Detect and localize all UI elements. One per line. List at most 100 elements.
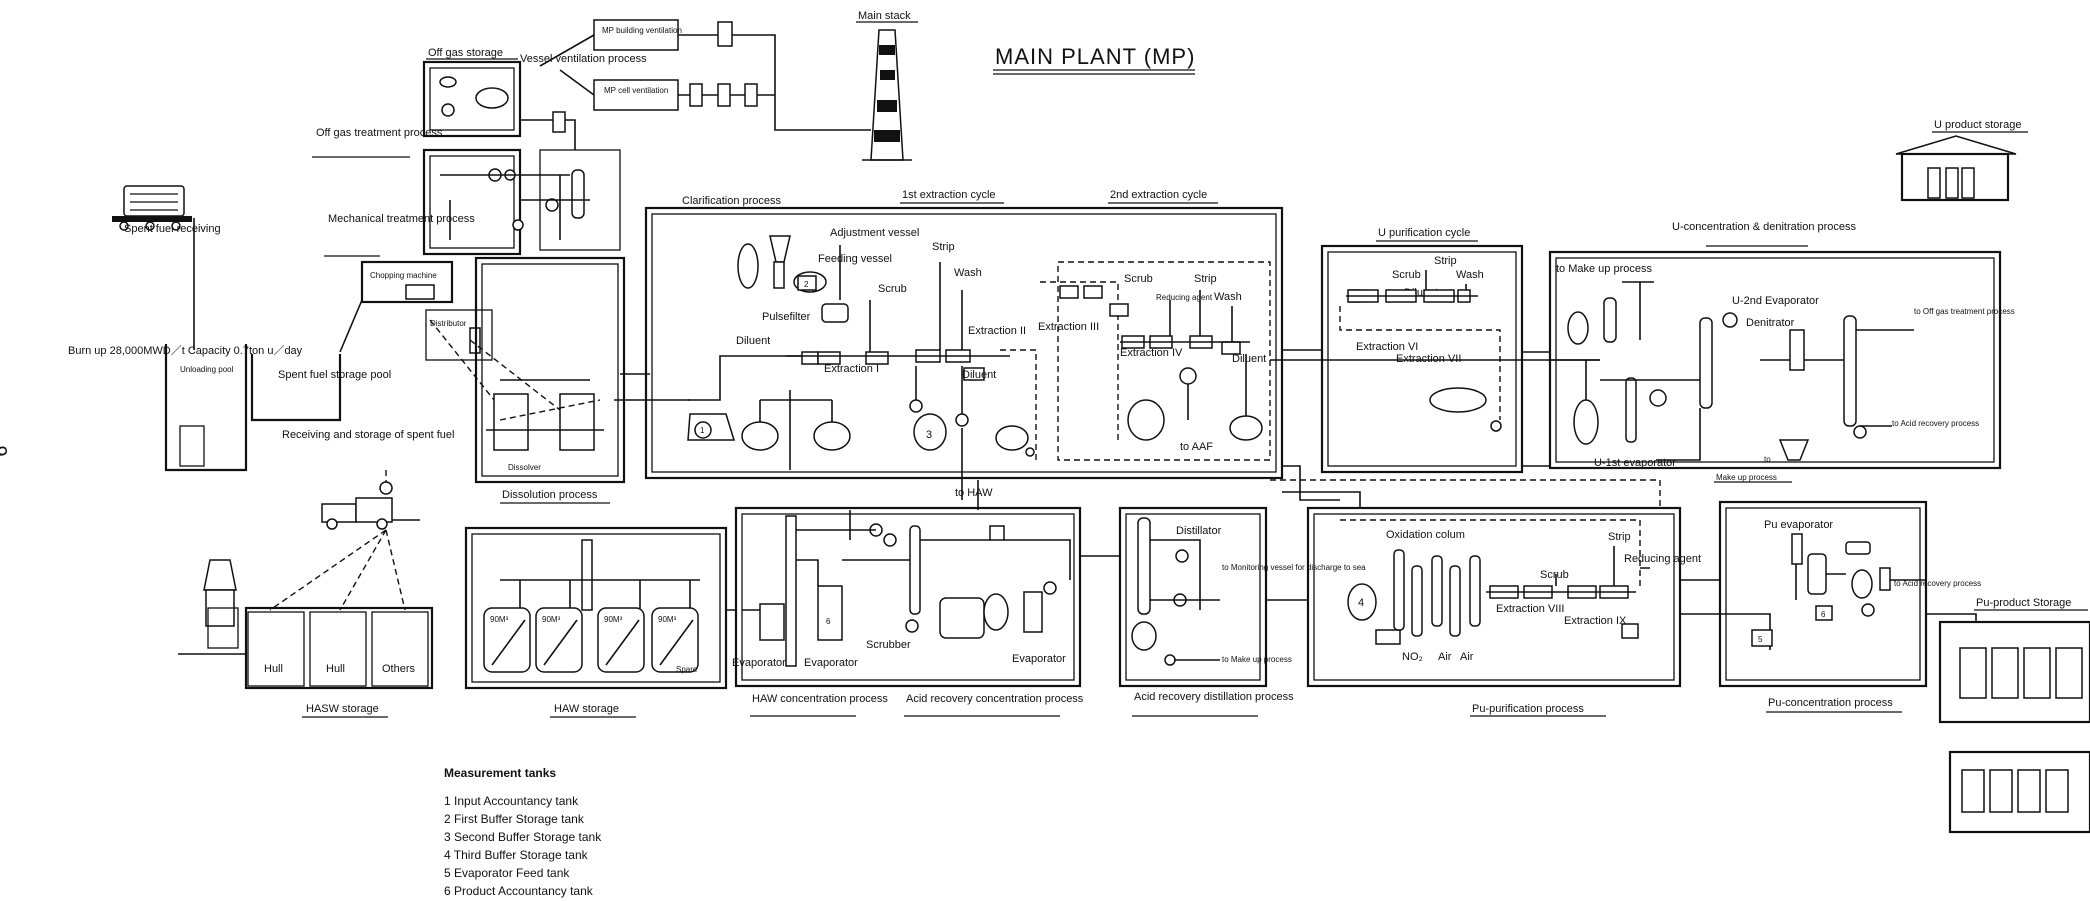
label-pu-concentration: Pu-concentration process [1768,697,1893,709]
label-distributor: Distributor [430,319,467,328]
label-adjustment-vessel: Adjustment vessel [830,227,919,239]
label-to-haw: to HAW [955,487,993,499]
legend-item: 6 Product Accountancy tank [444,882,601,900]
haw-storage: 90M³ 90M³ 90M³ 90M³ Spare HAW storage [466,528,726,717]
label-oxidation-column: Oxidation colum [1386,529,1465,541]
label-to-monitoring: to Monitoring vessel for discharge to se… [1222,563,1366,572]
label-tank-90c: 90M³ [604,615,623,624]
label-diluent2: Diluent [962,369,996,381]
label-0: 1 [700,426,705,435]
label-u2-evaporator: U-2nd Evaporator [1732,295,1819,307]
label-tank-90a: 90M³ [490,615,509,624]
label-to-acid-recovery1: to Acid recovery process [1892,419,1979,428]
legend-title: Measurement tanks [444,764,601,782]
label-scrub4: Scrub [1540,569,1569,581]
label-wash2: Wash [1214,291,1242,303]
label-diluent3: Diluent [1232,353,1266,365]
label-tank-90b: 90M³ [542,615,561,624]
legend-item: 4 Third Buffer Storage tank [444,846,601,864]
label-dissolver: Dissolver [508,463,541,472]
label-to-acid-recovery2: to Acid recovery process [1894,579,1981,588]
u-concentration: U-concentration & denitration process to… [1491,221,2015,482]
label-pu-evaporator: Pu evaporator [1764,519,1833,531]
label-5: 6 [1821,610,1826,619]
label-receiving-storage: Receiving and storage of spent fuel [282,429,454,441]
label-6: 6 [826,617,831,626]
mechanical-treatment: Mechanical treatment process Chopping ma… [324,213,492,360]
label-acid-recovery-concentration: Acid recovery concentration process [906,693,1084,705]
hasw-section: Hull Hull Others HASW storage [178,470,432,717]
label-strip4: Strip [1608,531,1631,543]
measurement-tank-legend: Measurement tanks 1 Input Accountancy ta… [444,764,601,900]
label-air1: Air [1438,651,1452,663]
label-reducing-agent1: Reducing agent [1156,293,1213,302]
label-make-up-process: Make up process [1716,473,1777,482]
label-to-aaf: to AAF [1180,441,1213,453]
label-no2: NO₂ [1402,651,1423,663]
first-cycle-frame: Clarification process 1st extraction cyc… [646,189,1282,510]
label-scrub3: Scrub [1392,269,1421,281]
label-4: 5 [1758,635,1763,644]
label-u-concentration: U-concentration & denitration process [1672,221,1857,233]
legend-item: 5 Evaporator Feed tank [444,864,601,882]
label-others: Others [382,663,416,675]
second-cycle: Extraction III Scrub Reducing agent Stri… [1038,262,1270,460]
label-feeding-vessel: Feeding vessel [818,253,892,265]
label-hull2: Hull [326,663,345,675]
label-spent-fuel-receiving: Spent fuel receiving [124,223,221,235]
legend-item: 2 First Buffer Storage tank [444,810,601,828]
acid-recovery-distillation: Distillator to Monitoring vessel for dis… [1120,508,1366,716]
label-clarification: Clarification process [682,195,782,207]
label-2: 3 [926,429,932,441]
dissolution-process: Dissolver Dissolution process [430,258,690,503]
label-pu-product-storage: Pu-product Storage [1976,597,2071,609]
label-extraction1: Extraction I [824,363,879,375]
label-scrub2: Scrub [1124,273,1153,285]
label-extraction3: Extraction III [1038,321,1099,333]
label-spare: Spare [676,665,698,674]
label-off-gas-storage: Off gas storage [428,47,503,59]
label-pulsefilter: Pulsefilter [762,311,811,323]
spent-fuel-receiving: Spent fuel receiving Burn up 28,000MWD／t… [68,186,454,470]
label-mp-building-ventilation: MP building ventilation [602,26,682,35]
label-tank-90d: 90M³ [658,615,677,624]
u-product-storage: U product storage [1896,119,2028,200]
label-dissolution-process: Dissolution process [502,489,598,501]
label-extraction4: Extraction IV [1120,347,1183,359]
label-scrubber: Scrubber [866,639,911,651]
label-u-purification-cycle: U purification cycle [1378,227,1470,239]
label-chopping-machine: Chopping machine [370,271,437,280]
label-distillator: Distillator [1176,525,1222,537]
label-extraction2: Extraction II [968,325,1026,337]
label-haw-concentration: HAW concentration process [752,693,888,705]
label-extraction9: Extraction IX [1564,615,1627,627]
diagram-title: MAIN PLANT (MP) [995,44,1195,69]
label-scrub1: Scrub [878,283,907,295]
label-u1-evaporator: U-1st evaporator [1594,457,1676,469]
label-hasw-storage: HASW storage [306,703,379,715]
label-to-label: to [1764,455,1771,464]
label-strip3: Strip [1434,255,1457,267]
haw-concentration: Evaporator Evaporator Scrubber Evaporato… [726,508,1120,716]
label-to-off-gas: to Off gas treatment process [1914,307,2015,316]
label-wash3: Wash [1456,269,1484,281]
connector-lines [620,350,1720,600]
label-mechanical-treatment: Mechanical treatment process [328,213,475,225]
label-diluent1: Diluent [736,335,770,347]
ventilation-units: MP building ventilation MP cell ventilat… [520,20,871,130]
label-second-extraction-cycle: 2nd extraction cycle [1110,189,1207,201]
main-stack: Main stack [856,10,918,160]
pu-purification: Oxidation colum Scrub Strip Reducing age… [1270,480,1701,716]
label-u-product-storage: U product storage [1934,119,2021,131]
label-evaporator2: Evaporator [804,657,858,669]
label-pu-purification: Pu-purification process [1472,703,1584,715]
label-reducing-agent2: Reducing agent [1624,553,1701,565]
label-spent-fuel-storage-pool: Spent fuel storage pool [278,369,391,381]
label-mp-cell-ventilation: MP cell ventilation [604,86,668,95]
label-burn-up: Burn up 28,000MWD／t Capacity 0.7ton u／da… [68,344,303,357]
label-wash1: Wash [954,267,982,279]
label-denitrator: Denitrator [1746,317,1795,329]
label-strip1: Strip [932,241,955,253]
label-off-gas-treatment: Off gas treatment process [316,127,443,139]
